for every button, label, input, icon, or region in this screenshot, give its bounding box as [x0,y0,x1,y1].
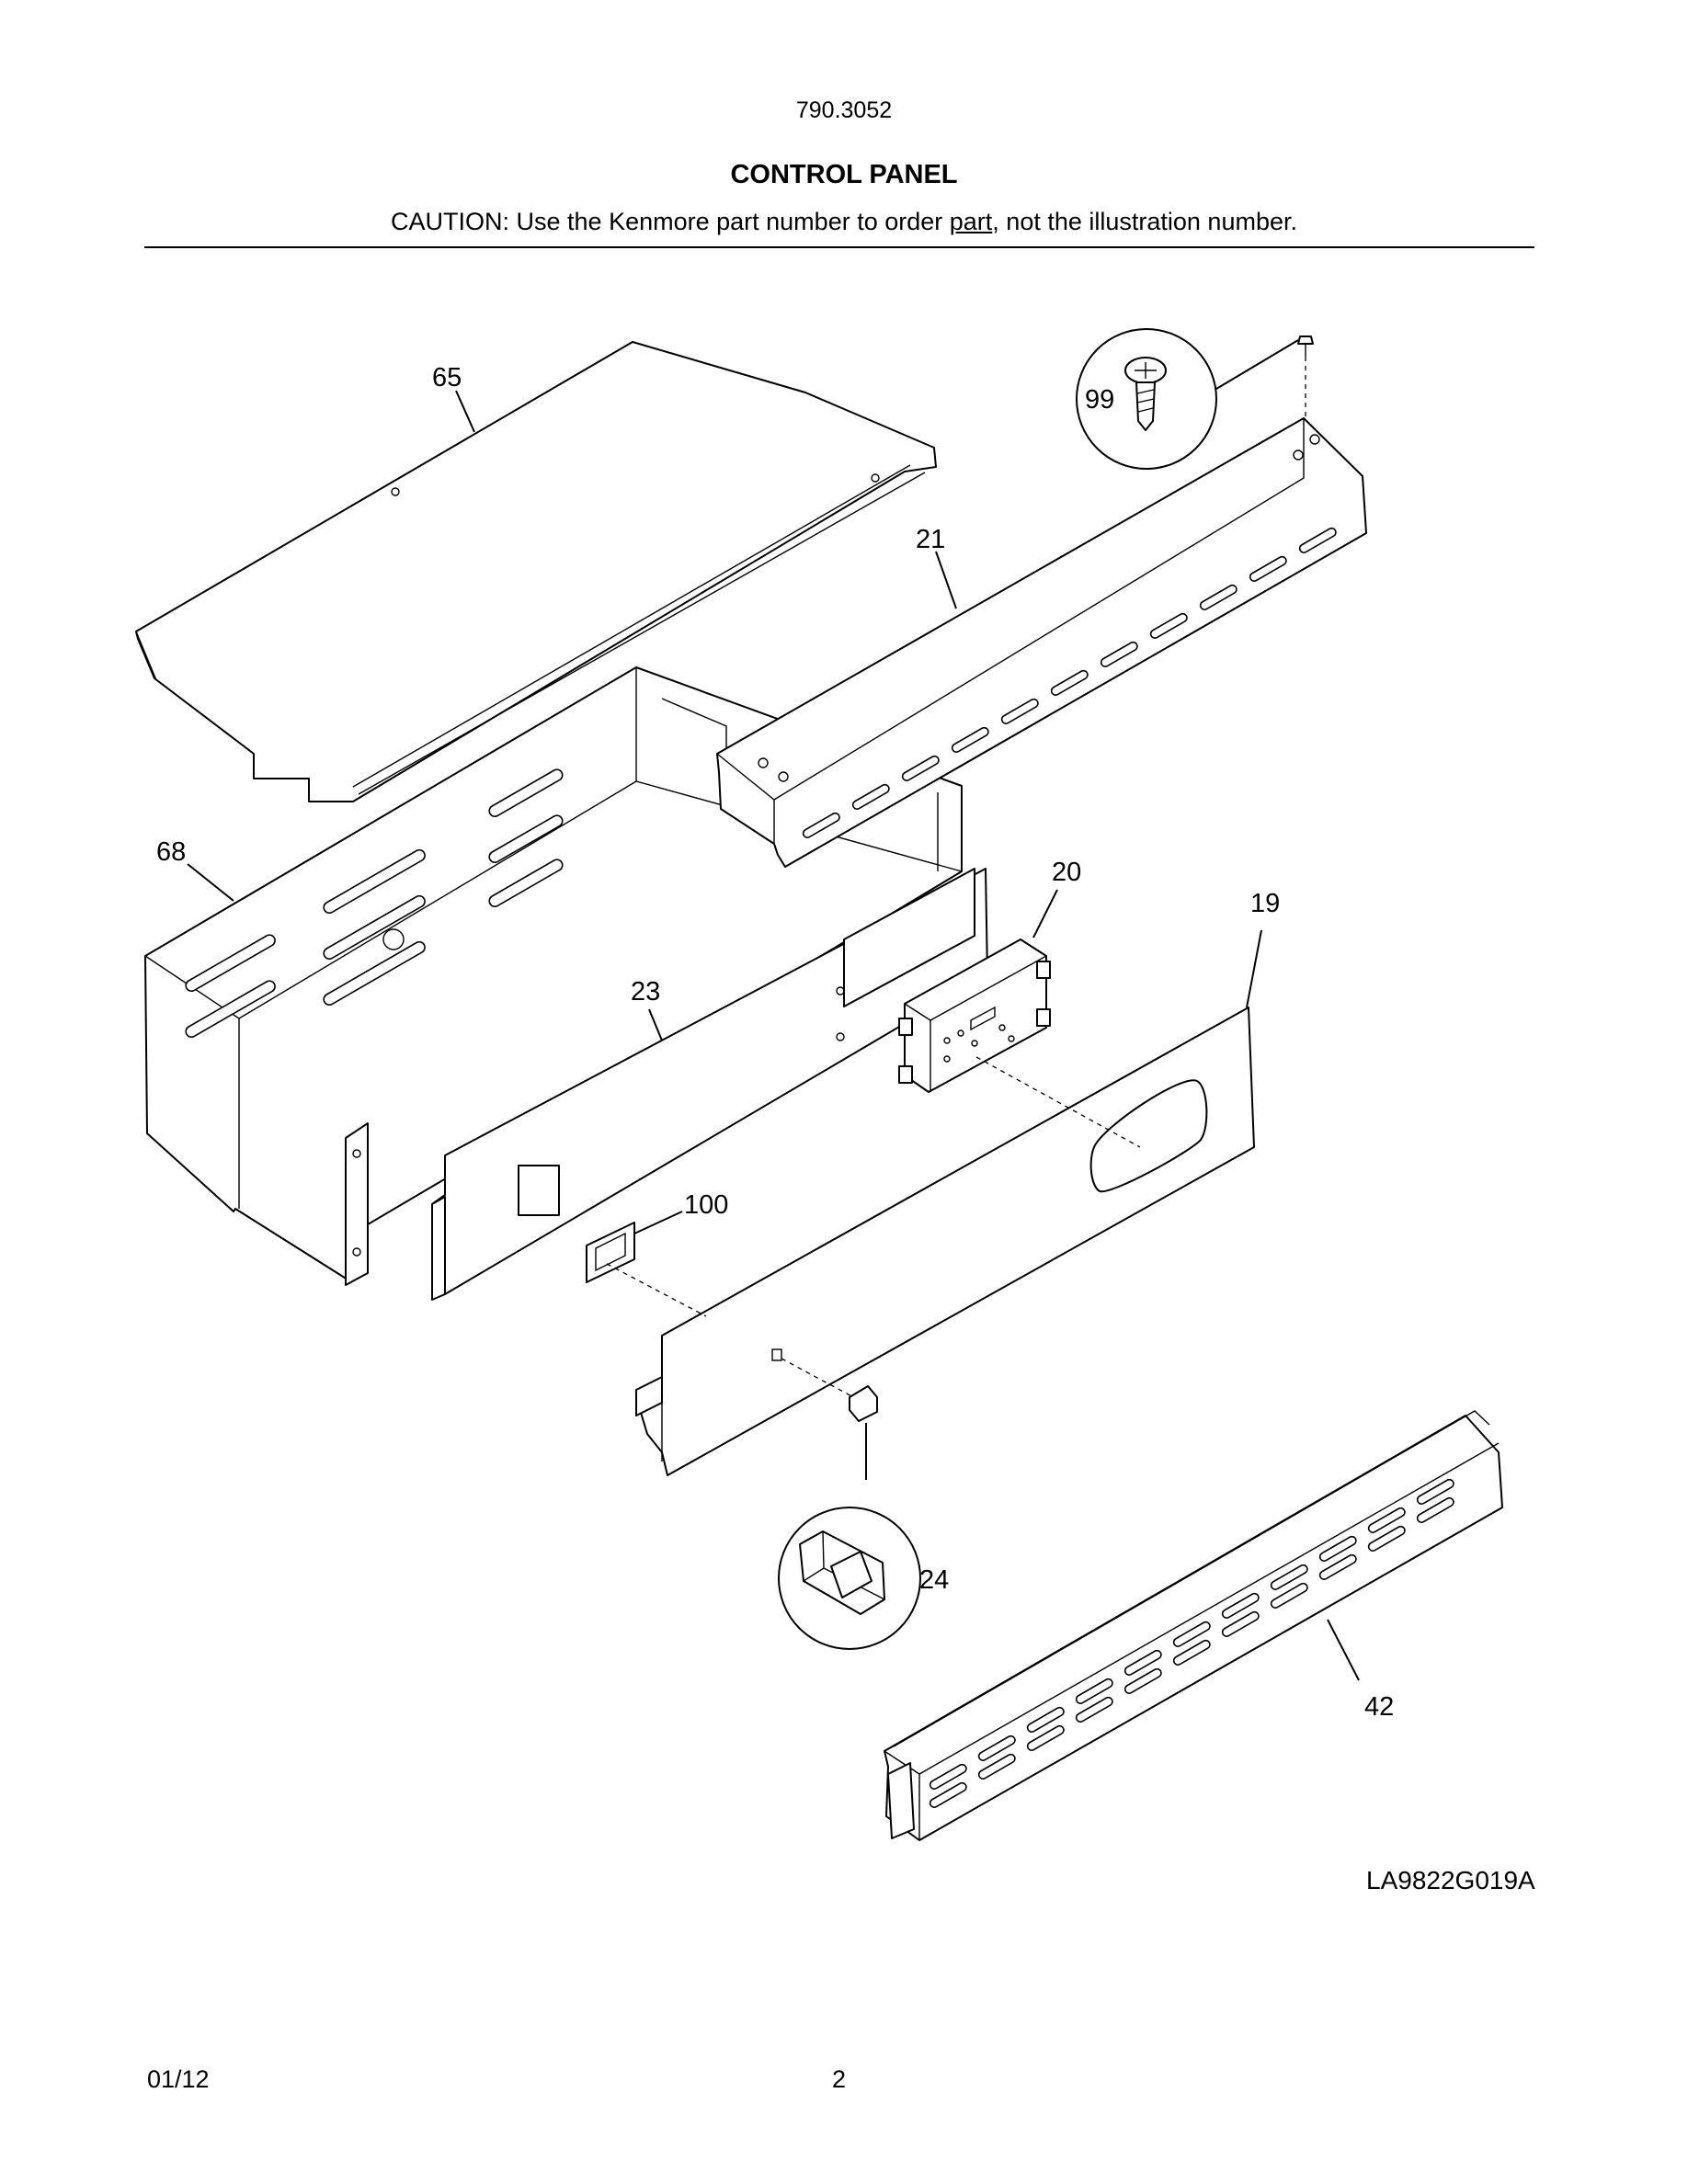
part-23-panel-backing [431,868,988,1301]
part-42-lower-vent-trim [884,1410,1503,1841]
page-number: 2 [832,2065,847,2093]
caution-underlined-word: part [949,208,993,235]
part-65-top-cover [135,341,937,802]
caution-prefix: CAUTION: Use the Kenmore part number to … [391,208,950,235]
display-window [1089,1079,1208,1193]
callout-20: 20 [1052,858,1081,887]
figure-code: LA9822G019A [1366,1866,1535,1894]
callout-42: 42 [1364,1692,1394,1722]
part-24-rocker-switch [778,1385,921,1650]
callout-100: 100 [684,1190,728,1220]
callout-leaders [187,390,1360,1681]
callout-23: 23 [631,977,660,1007]
callout-68: 68 [156,837,186,867]
callout-65: 65 [432,363,462,392]
callout-21: 21 [916,525,945,554]
model-number: 790.3052 [795,97,893,123]
upper-trim-vent-slots [802,527,1337,838]
caution-suffix: , not the illustration number. [992,208,1297,235]
caution-note: CAUTION: Use the Kenmore part number to … [0,208,1688,236]
header-divider [144,246,1534,248]
part-21-upper-vent-trim [716,417,1367,868]
part-99-screw [1076,328,1314,470]
section-title: CONTROL PANEL [730,160,958,189]
assembly-guide-lines [606,1056,1141,1400]
lower-trim-vent-slots [929,1478,1454,1808]
part-100-insulator [586,1222,635,1283]
part-20-electronic-control [898,938,1051,1093]
callout-19: 19 [1250,889,1280,918]
callout-99: 99 [1085,385,1114,415]
callout-24: 24 [919,1565,949,1595]
box-vent-slots [185,768,564,1038]
footer-date: 01/12 [147,2065,210,2093]
